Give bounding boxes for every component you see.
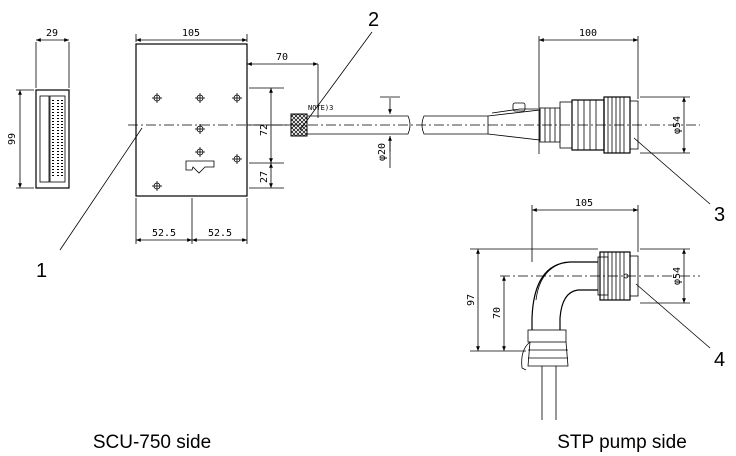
callout-2: 2 — [368, 9, 379, 31]
angled-cable — [541, 366, 557, 420]
dim-angled-center-height: 70 — [492, 307, 503, 319]
straight-latch — [512, 102, 526, 112]
leader-2 — [299, 31, 373, 131]
plug-front-view: 29 99 — [7, 28, 70, 189]
dim-straight-length: 100 — [579, 28, 597, 39]
dim-angled-dia: φ54 — [672, 267, 683, 285]
mounting-holes — [152, 93, 242, 191]
leader-1 — [59, 127, 143, 251]
caption-stp-side: STP pump side — [557, 432, 687, 453]
dim-box-width: 105 — [182, 28, 200, 39]
callout-1: 1 — [36, 260, 47, 282]
dim-box-half-left: 52.5 — [152, 228, 176, 239]
callout-3: 3 — [714, 204, 725, 226]
dim-cable-dia: φ20 — [377, 143, 388, 161]
scu-box: 105 70 72 27 52.5 52.5 — [128, 28, 700, 244]
angled-connector: 105 φ54 97 70 — [466, 198, 700, 420]
dim-angled-length: 105 — [575, 198, 593, 209]
scu-box-outline — [135, 43, 248, 197]
dim-box-half-right: 52.5 — [208, 228, 232, 239]
cable-bushing — [290, 113, 308, 137]
dim-angled-total-height: 97 — [466, 294, 477, 306]
dim-plug-height: 99 — [7, 133, 18, 145]
cable: NOTE)3 φ20 — [247, 96, 489, 168]
plug-latch — [39, 95, 50, 183]
caption-scu-side: SCU-750 side — [93, 432, 211, 453]
dim-straight-dia: φ54 — [672, 116, 683, 134]
dim-box-lower: 27 — [259, 171, 270, 183]
dim-cable-offset: 70 — [276, 52, 288, 63]
leader-4 — [635, 283, 711, 349]
cable-segment-right — [421, 115, 489, 135]
cable-segment-left — [307, 115, 411, 135]
callout-4: 4 — [714, 349, 725, 371]
note-label: NOTE)3 — [308, 104, 333, 112]
callouts: 1 2 3 4 — [36, 9, 725, 371]
plug-pin-area — [49, 95, 66, 183]
leader-3 — [633, 137, 711, 205]
plug-outline — [35, 89, 70, 189]
angled-latch-ring — [527, 329, 567, 343]
dim-box-upper: 72 — [259, 124, 270, 136]
dim-plug-width: 29 — [46, 28, 58, 39]
straight-connector: 100 φ54 — [487, 28, 690, 154]
cable-clamp — [185, 160, 215, 174]
